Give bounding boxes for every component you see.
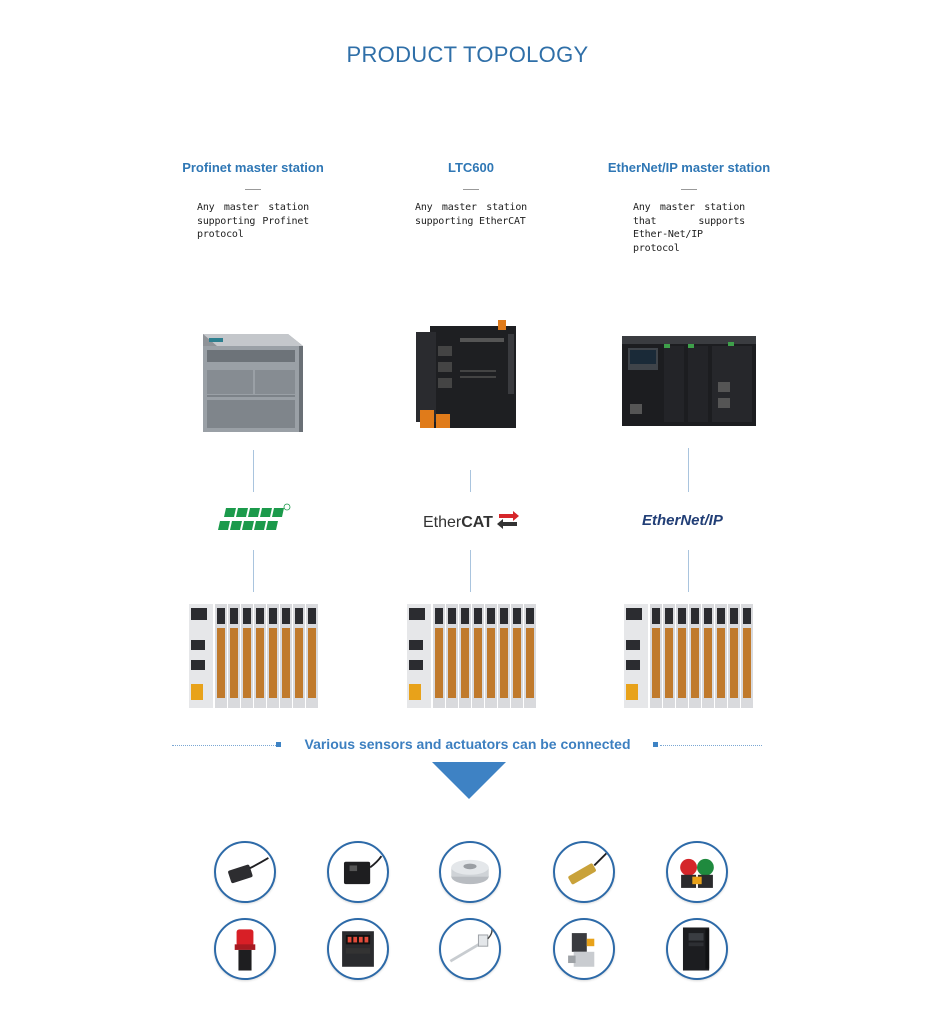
column-heading: LTC600 — [448, 160, 494, 175]
column-description: Any master station that supports Ether-N… — [633, 202, 745, 254]
bullet-square — [653, 742, 658, 747]
solenoid-valve-icon — [553, 918, 615, 980]
column-heading: Profinet master station — [182, 160, 324, 175]
heading-divider — [681, 189, 697, 190]
dotted-divider-right — [660, 745, 762, 746]
ethernet-ip-logo-icon: EtherNet/IP — [642, 512, 724, 529]
connector-line — [688, 550, 689, 592]
photoelectric-sensor-icon — [327, 841, 389, 903]
coupler-module-icon — [416, 320, 516, 428]
profinet-logo-icon — [218, 503, 291, 530]
dotted-divider-left — [172, 745, 276, 746]
svg-text:EtherNet/IP: EtherNet/IP — [642, 512, 724, 529]
io-module-stack-icon — [624, 604, 753, 708]
column-profinet: Profinet master station Any master stati… — [143, 160, 363, 242]
connector-line — [470, 550, 471, 592]
plc-cpu-icon — [203, 334, 303, 432]
column-heading: EtherNet/IP master station — [607, 160, 771, 175]
temperature-controller-icon — [327, 918, 389, 980]
connector-line — [688, 448, 689, 492]
square-proximity-sensor-icon — [214, 841, 276, 903]
bullet-square — [276, 742, 281, 747]
indicator-light-icon — [214, 918, 276, 980]
column-description: Any master station supporting Profinet p… — [197, 202, 309, 240]
thermocouple-probe-icon — [439, 918, 501, 980]
connector-line — [253, 550, 254, 592]
column-ethernet-ip: EtherNet/IP master station Any master st… — [579, 160, 799, 255]
modular-plc-icon — [622, 336, 756, 426]
heading-divider — [463, 189, 479, 190]
page-title: PRODUCT TOPOLOGY — [346, 42, 589, 67]
heading-divider — [245, 189, 261, 190]
frequency-inverter-icon — [666, 918, 728, 980]
connector-line — [470, 470, 471, 492]
cylindrical-sensor-icon — [553, 841, 615, 903]
ethercat-logo-icon: EtherCAT — [423, 511, 519, 531]
push-button-icon — [666, 841, 728, 903]
connect-caption: Various sensors and actuators can be con… — [304, 736, 631, 752]
connector-line — [253, 450, 254, 492]
svg-text:EtherCAT: EtherCAT — [423, 514, 493, 531]
load-cell-icon — [439, 841, 501, 903]
column-ethercat: LTC600 Any master station supporting Eth… — [361, 160, 581, 228]
io-module-stack-icon — [407, 604, 536, 708]
io-module-stack-icon — [189, 604, 318, 708]
down-arrow-icon — [432, 762, 506, 799]
column-description: Any master station supporting EtherCAT — [415, 202, 527, 227]
